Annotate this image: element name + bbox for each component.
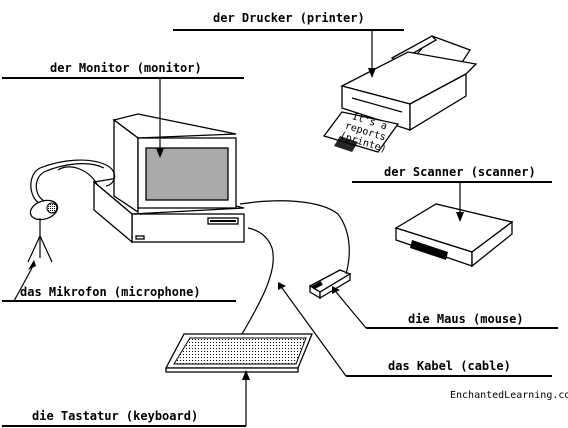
label-monitor: der Monitor (monitor) <box>50 61 202 75</box>
computer-illustration <box>92 113 245 244</box>
label-mouse: die Maus (mouse) <box>408 312 524 326</box>
label-cable: das Kabel (cable) <box>388 359 511 373</box>
microphone-illustration <box>27 159 116 263</box>
keyboard-illustration <box>164 227 313 373</box>
label-printer: der Drucker (printer) <box>213 11 365 25</box>
label-keyboard: die Tastatur (keyboard) <box>32 409 198 423</box>
mouse-illustration <box>239 200 352 300</box>
label-microphone: das Mikrofon (microphone) <box>20 285 201 299</box>
credit-text: EnchantedLearning.com <box>450 390 568 401</box>
label-leaders <box>2 29 558 427</box>
label-scanner: der Scanner (scanner) <box>384 165 536 179</box>
printer-illustration <box>322 35 478 153</box>
scanner-illustration <box>394 203 514 268</box>
